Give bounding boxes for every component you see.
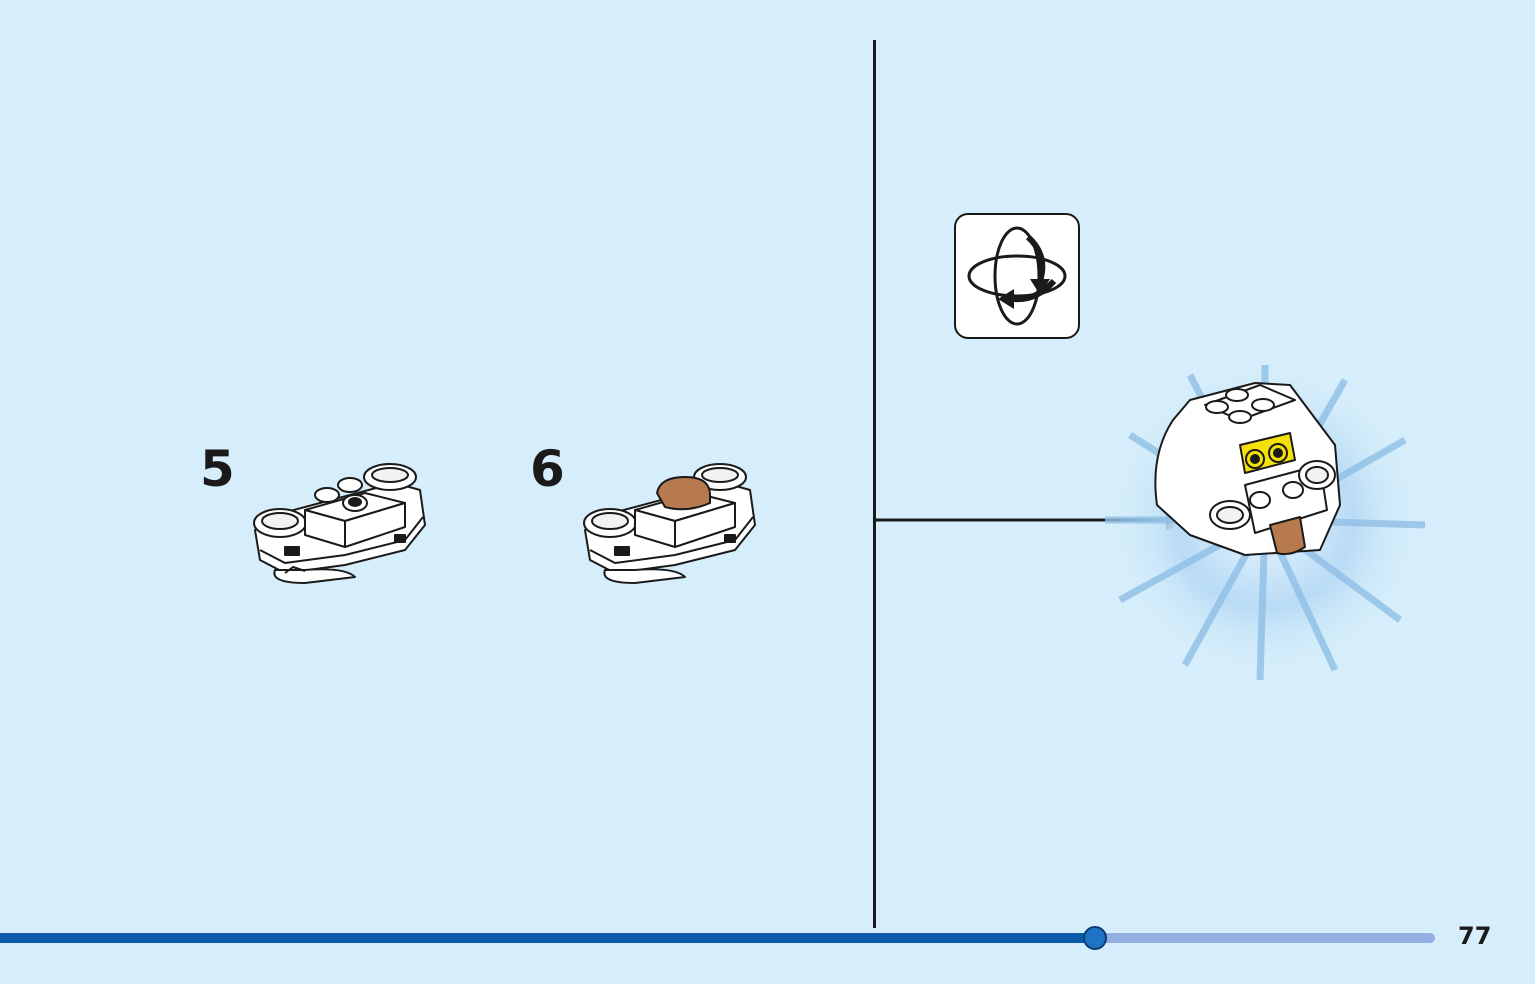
rotate-model-callout — [954, 213, 1080, 339]
step-5-assembly — [253, 463, 426, 584]
page-number: 77 — [1458, 922, 1492, 950]
step-6-assembly — [583, 463, 756, 584]
page-divider — [873, 40, 876, 928]
step-5-number: 5 — [200, 440, 235, 498]
step-6-number: 6 — [530, 440, 565, 498]
completed-submodel — [1105, 360, 1426, 681]
progress-fill — [0, 933, 1095, 943]
rotate-model-icon — [967, 226, 1067, 326]
progress-bar — [0, 926, 1435, 950]
progress-indicator-icon — [1082, 926, 1107, 950]
